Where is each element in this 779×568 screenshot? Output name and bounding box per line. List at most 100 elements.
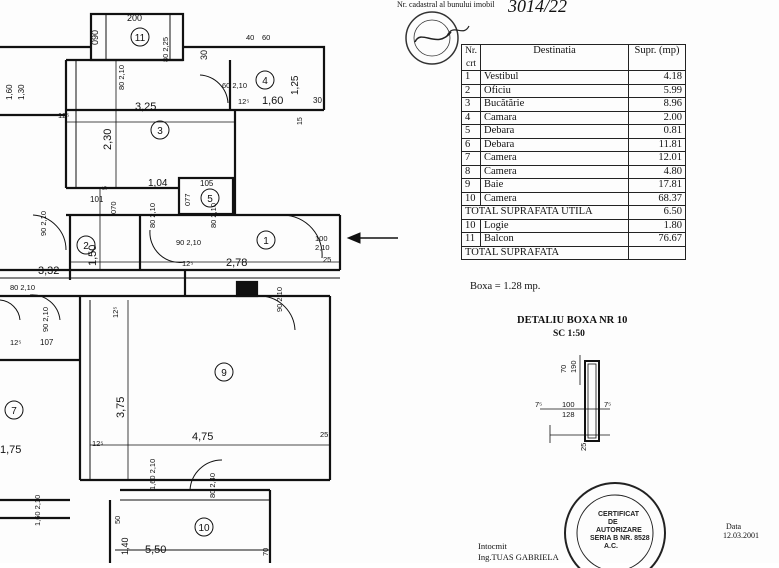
cadastral-number-note: Nr. cadastral al bunului imobil <box>397 0 495 9</box>
total-value <box>628 245 686 260</box>
date-value: 12.03.2001 <box>723 531 759 540</box>
detail-title: DETALIU BOXA NR 10 <box>517 315 628 326</box>
detail-dim: 7⁵ <box>604 400 611 409</box>
cell-dest: Balcon <box>480 232 629 247</box>
dim-label: 1,30 <box>17 84 26 100</box>
cell-supr: 8.96 <box>628 97 686 112</box>
dim-label: 90 2,10 <box>275 287 284 312</box>
dim-label: 1,60 2,10 <box>148 459 157 490</box>
room-number: 4 <box>262 76 268 87</box>
dim-label: 80 2,10 <box>148 203 157 228</box>
svg-text:CERTIFICAT: CERTIFICAT <box>598 511 640 518</box>
cell-nr: 11 <box>461 232 481 247</box>
dim-label: 60 <box>262 33 270 42</box>
cell-dest: Oficiu <box>480 83 629 98</box>
cell-supr: 0.81 <box>628 124 686 139</box>
floor-plan: 11 4 3 5 2 1 9 7 10 200 090 80 2,25 30 4… <box>0 12 398 563</box>
dim-label: 2,30 <box>102 129 114 150</box>
dim-label: 12⁵ <box>111 307 120 318</box>
dim-label: 5 <box>102 186 109 190</box>
table-header-row: Nr. crt Destinatia Supr. (mp) <box>461 44 686 71</box>
cell-dest: Baie <box>480 178 629 193</box>
detail-dim: 25 <box>579 443 588 451</box>
col-header-nr: Nr. crt <box>461 44 481 71</box>
cell-dest: Debara <box>480 124 629 139</box>
cell-supr: 2.00 <box>628 110 686 125</box>
cell-dest: Debara <box>480 137 629 152</box>
cell-dest: Vestibul <box>480 70 629 85</box>
total-utila-label: TOTAL SUPRAFATA UTILA <box>461 205 629 220</box>
col-header-suprafata: Supr. (mp) <box>628 44 686 71</box>
cell-nr: 10 <box>461 218 481 233</box>
cell-nr: 8 <box>461 164 481 179</box>
official-stamp-top-icon <box>405 11 470 65</box>
cell-nr: 1 <box>461 70 481 85</box>
room-number: 5 <box>207 194 213 205</box>
cell-supr: 76.67 <box>628 232 686 247</box>
cell-supr: 17.81 <box>628 178 686 193</box>
handwritten-signature: 3014/22 <box>508 0 568 16</box>
dim-label: 200 <box>127 13 142 23</box>
dim-label: 1,60 <box>262 95 283 107</box>
svg-text:SERIA B NR. 8528: SERIA B NR. 8528 <box>590 535 650 542</box>
col-header-destinatia: Destinatia <box>480 44 629 71</box>
dim-label: 60 2,10 <box>222 81 247 90</box>
official-stamp-bottom-icon: CERTIFICAT DE AUTORIZARE SERIA B NR. 852… <box>564 482 666 568</box>
cell-dest: Logie <box>480 218 629 233</box>
entrance-arrow-icon <box>346 232 398 244</box>
room-number: 1 <box>263 236 269 247</box>
dim-label: 12⁵ <box>58 111 69 120</box>
detail-dim: 100 <box>562 400 575 409</box>
dim-label: 1,60 2,10 <box>33 495 42 526</box>
dim-label: 1,04 <box>148 178 168 189</box>
dim-label: 3,32 <box>38 265 59 277</box>
dim-label: 90 2,10 <box>39 211 48 236</box>
dim-label: 077 <box>183 193 192 206</box>
room-number: 10 <box>198 523 210 534</box>
svg-text:DE: DE <box>608 519 618 526</box>
total-label: TOTAL SUPRAFATA <box>461 245 629 260</box>
dim-label: 101 <box>90 195 104 204</box>
room-number: 7 <box>11 406 17 417</box>
svg-text:A.C.: A.C. <box>604 543 618 550</box>
boxa-area: Boxa = 1.28 mp. <box>470 281 541 292</box>
cell-nr: 7 <box>461 151 481 166</box>
room-number: 3 <box>157 126 163 137</box>
detail-dim: 7⁵ <box>535 400 542 409</box>
dim-label: 3,75 <box>115 397 127 418</box>
cell-supr: 4.80 <box>628 164 686 179</box>
dim-label: 100 <box>315 234 328 243</box>
cell-supr: 11.81 <box>628 137 686 152</box>
detail-scale: SC 1:50 <box>553 329 585 339</box>
room-number: 9 <box>221 368 227 379</box>
dim-label: 70 <box>261 548 270 556</box>
dim-label: 3,25 <box>135 101 156 113</box>
dim-label: 90 2,10 <box>41 307 50 332</box>
dim-label: 80 2,10 <box>117 65 126 90</box>
cell-nr: 2 <box>461 83 481 98</box>
dim-label: 25 <box>320 430 328 439</box>
dim-label: 1,25 <box>290 75 301 95</box>
dim-label: 80 2,40 <box>208 473 217 498</box>
dim-label: 25 <box>323 255 331 264</box>
total-row: TOTAL SUPRAFATA <box>461 245 686 260</box>
cell-dest: Camera <box>480 164 629 179</box>
cell-nr: 9 <box>461 178 481 193</box>
cell-dest: Bucătărie <box>480 97 629 112</box>
dim-label: 090 <box>90 30 100 45</box>
dim-label: 30 <box>199 50 209 60</box>
cell-supr: 68.37 <box>628 191 686 206</box>
cell-supr: 12.01 <box>628 151 686 166</box>
cell-nr: 4 <box>461 110 481 125</box>
dim-label: 90 2,10 <box>176 238 201 247</box>
cell-supr: 4.18 <box>628 70 686 85</box>
